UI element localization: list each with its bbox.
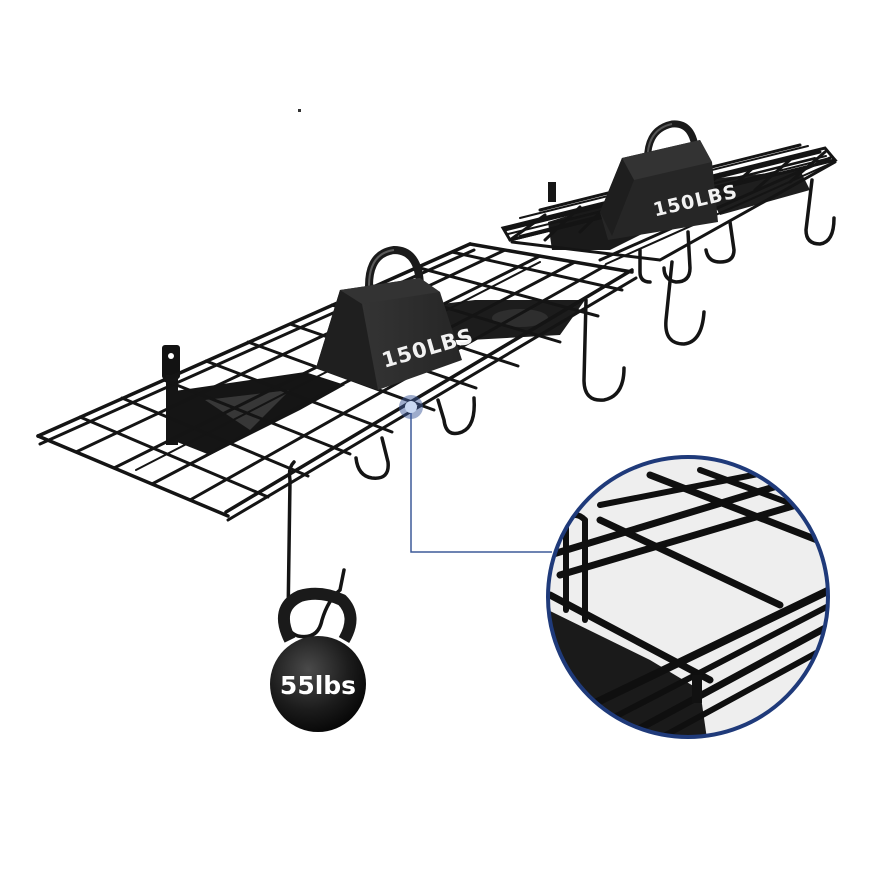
kettlebell-label: 55lbs: [280, 671, 356, 700]
front-weight: 150LBS: [316, 245, 476, 390]
front-shelf-hooks: [285, 298, 626, 639]
front-shelf-grid: [36, 242, 638, 522]
back-shelf-hooks: [638, 178, 836, 346]
back-weight: 150LBS: [600, 120, 740, 240]
speck: [298, 109, 301, 112]
kettlebell: 55lbs: [270, 587, 366, 732]
detail-inset: [546, 455, 830, 739]
detail-callout: [399, 395, 552, 553]
